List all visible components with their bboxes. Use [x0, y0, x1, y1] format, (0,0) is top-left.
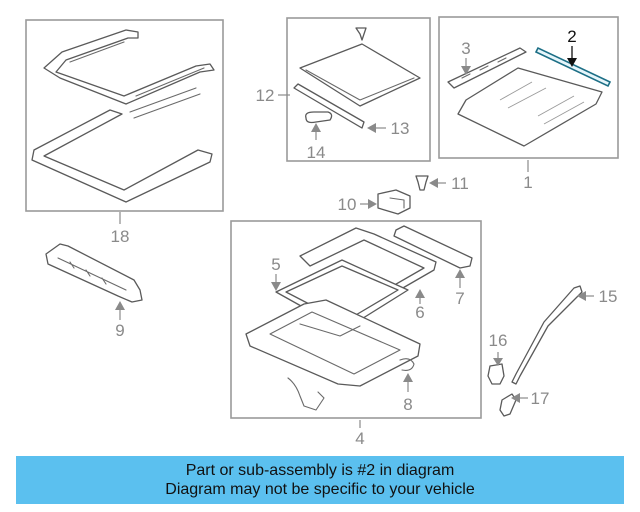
roof-side-rail [129, 87, 201, 119]
glass-panel-group [438, 16, 619, 159]
front-trim-bracket [45, 243, 143, 303]
roof-lower-frame [31, 109, 213, 203]
sunshade-knob [305, 111, 333, 124]
callout-7: 7 [455, 289, 464, 308]
front-trim-group [45, 243, 143, 303]
callout-16: 16 [489, 331, 508, 350]
frame-main-inner [269, 311, 401, 375]
callout-2: 2 [567, 27, 576, 46]
sunshade-panel [299, 43, 421, 107]
roof-panel-group [25, 19, 224, 212]
glass-panel-box [438, 16, 619, 159]
roof-upper-frame [43, 29, 215, 105]
callout-9: 9 [115, 321, 124, 340]
glass-deflector-rail-detail [461, 57, 507, 79]
sunroof-motor [377, 189, 411, 215]
sunshade-clip [355, 27, 367, 41]
front-trim-detail [57, 257, 127, 291]
callout-5: 5 [271, 255, 280, 274]
glass-reflection-1 [499, 81, 533, 101]
glass-reflection-4 [543, 101, 585, 125]
glass-panel [457, 67, 603, 147]
banner-line-2: Diagram may not be specific to your vehi… [165, 481, 475, 498]
frame-main [245, 299, 421, 387]
drain-group [487, 285, 583, 417]
callout-15: 15 [599, 287, 618, 306]
parts-diagram: 1 2 3 4 5 6 7 8 9 10 11 12 13 14 15 16 1… [25, 16, 619, 448]
callout-13: 13 [391, 119, 410, 138]
sunshade-box [286, 17, 431, 162]
glass-reflection-2 [507, 87, 547, 109]
glass-front-seal-part-2 [534, 46, 612, 88]
callout-3: 3 [461, 39, 470, 58]
sunshade-handle-strip [293, 83, 365, 129]
leader-lines [115, 46, 594, 428]
sunshade-group [286, 17, 431, 162]
info-banner: Part or sub-assembly is #2 in diagram Di… [16, 456, 624, 504]
callout-labels: 1 2 3 4 5 6 7 8 9 10 11 12 13 14 15 16 1… [111, 27, 618, 448]
drain-fitting [499, 393, 517, 417]
roof-panel-box [25, 19, 224, 212]
callout-8: 8 [403, 395, 412, 414]
drain-clip [487, 363, 505, 385]
sunshade-panel-edge [305, 69, 415, 101]
callout-12: 12 [256, 86, 275, 105]
banner-line-1: Part or sub-assembly is #2 in diagram [185, 462, 455, 479]
callout-17: 17 [531, 389, 550, 408]
drain-hose [511, 285, 583, 385]
callout-10: 10 [338, 195, 357, 214]
callout-1: 1 [523, 173, 532, 192]
callout-6: 6 [415, 303, 424, 322]
motor-group [377, 175, 429, 215]
sunroof-motor-detail [389, 197, 405, 209]
frame-harness [287, 358, 415, 411]
frame-group [230, 220, 482, 419]
frame-rear-trim [393, 225, 473, 269]
callout-18: 18 [111, 227, 130, 246]
callout-11: 11 [451, 174, 469, 193]
callout-4: 4 [355, 429, 364, 448]
frame-main-mid [299, 323, 361, 337]
glass-reflection-3 [537, 95, 575, 117]
frame-box [230, 220, 482, 419]
roof-upper-frame-inner [69, 41, 205, 97]
motor-screw [415, 175, 429, 191]
callout-14: 14 [307, 143, 326, 162]
